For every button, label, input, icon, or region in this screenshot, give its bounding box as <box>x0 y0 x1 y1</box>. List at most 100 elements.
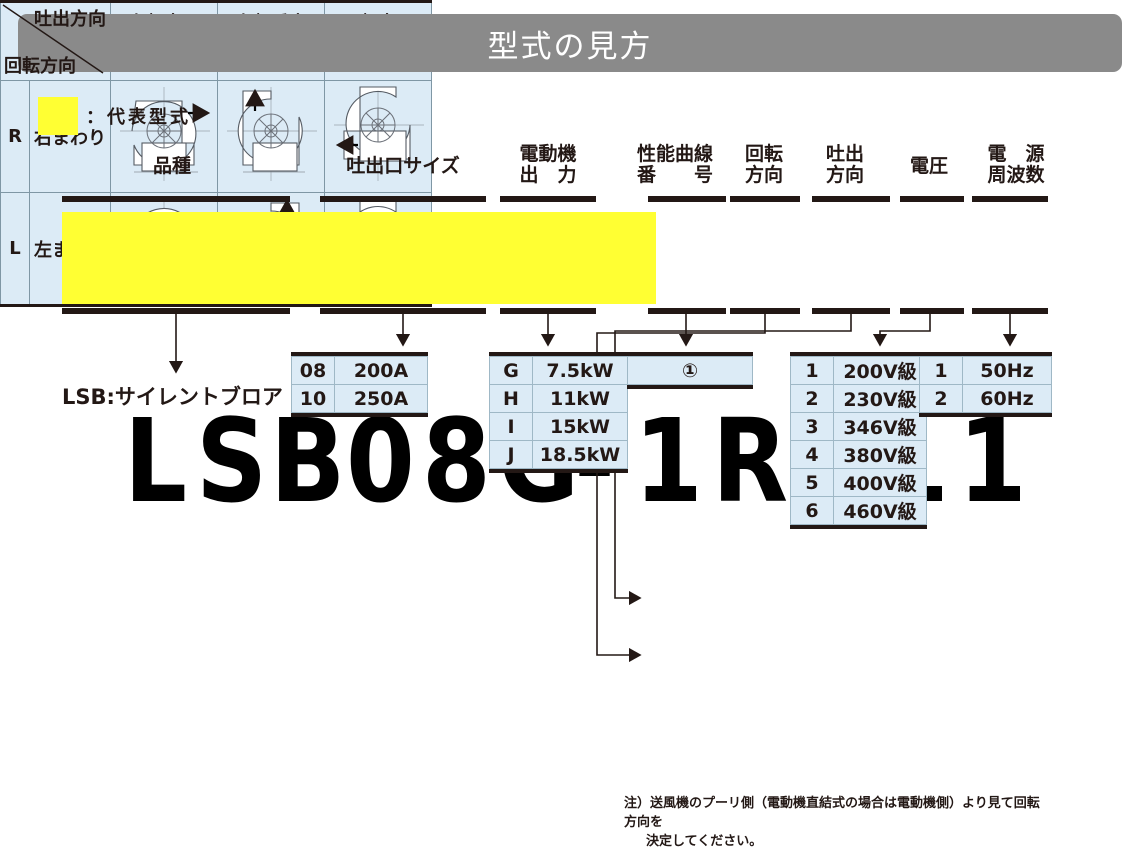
motor-output-table: G 7.5kW H 11kW I 15kW J 18.5kW <box>489 352 628 473</box>
model-char-5: 8 <box>422 395 491 529</box>
frequency-table-body: 1 50Hz 2 60Hz <box>919 356 1052 413</box>
header-outlet-size: 吐出口サイズ <box>346 155 460 177</box>
outlet-size-value-0: 200A <box>334 356 428 385</box>
model-char-12: 1 <box>958 395 1027 529</box>
voltage-code-1: 2 <box>790 384 834 413</box>
outlet-size-table-cap-bottom <box>291 413 428 417</box>
motor-output-table-cap-bottom <box>489 469 628 473</box>
table-row-rotation-R: R 右まわり <box>0 80 432 193</box>
segment-rule-curve-top <box>648 196 726 202</box>
page-title-bar: 型式の見方 <box>18 14 1122 72</box>
segment-rule-kind-top <box>62 196 290 202</box>
frequency-table-cap-top <box>919 352 1052 356</box>
voltage-table-cap-bottom <box>790 525 927 529</box>
motor-output-code-0: G <box>489 356 533 385</box>
header-frequency-line2: 周波数 <box>987 164 1045 187</box>
frequency-value-1: 60Hz <box>962 384 1052 413</box>
motor-output-code-2: I <box>489 412 533 441</box>
frequency-table-cap-bottom <box>919 413 1052 417</box>
header-motor-output-line1: 電動機 <box>519 143 577 165</box>
table-row: I 15kW <box>489 412 628 441</box>
matrix-corner-rotation-label: 回転方向 <box>4 56 76 77</box>
kind-description: LSB:サイレントブロア <box>62 385 283 409</box>
footnote-line2: 決定してください。 <box>646 833 763 849</box>
header-curve-number: 性能曲線 番 号 <box>620 143 730 187</box>
motor-output-value-0: 7.5kW <box>532 356 628 385</box>
table-row: 1 50Hz <box>919 356 1052 385</box>
voltage-code-4: 5 <box>790 468 834 497</box>
voltage-value-2: 346V級 <box>833 412 927 441</box>
curve-number-table: ① <box>627 352 753 389</box>
model-char-4: 0 <box>346 395 415 529</box>
voltage-code-3: 4 <box>790 440 834 469</box>
header-rotation-line2: 方向 <box>744 164 783 187</box>
blower-icon-r3 <box>334 86 424 181</box>
header-curve-number-line2: 番 号 <box>636 164 713 187</box>
outlet-size-table-body: 08 200A 10 250A <box>291 356 428 413</box>
voltage-table: 1 200V級 2 230V級 3 346V級 4 380V級 5 400V級 … <box>790 352 927 529</box>
curve-number-table-cap-bottom <box>627 385 753 389</box>
blower-icon-r2 <box>227 87 317 181</box>
table-row: G 7.5kW <box>489 356 628 385</box>
header-discharge-line1: 吐出 <box>825 143 864 165</box>
motor-output-value-1: 11kW <box>532 384 628 413</box>
header-frequency-line1: 電 源 <box>987 143 1045 165</box>
blower-diagram-R2 <box>217 80 325 193</box>
blower-diagram-R1 <box>110 80 218 193</box>
header-rotation-line1: 回転 <box>744 143 783 165</box>
header-kind: 品種 <box>152 155 191 177</box>
table-row: 2 60Hz <box>919 384 1052 413</box>
voltage-table-cap-top <box>790 352 927 356</box>
header-motor-output-line2: 出 力 <box>519 164 577 187</box>
model-char-1: L <box>124 395 187 529</box>
segment-rule-voltage-top <box>900 196 964 202</box>
matrix-corner-discharge-label: 吐出方向 <box>34 9 106 30</box>
segment-rule-curve-bottom <box>648 308 726 314</box>
voltage-value-4: 400V級 <box>833 468 927 497</box>
header-discharge-line2: 方向 <box>825 164 864 187</box>
curve-number-value-0: ① <box>627 356 753 385</box>
model-number-highlight <box>62 212 656 304</box>
segment-rule-discharge-top <box>812 196 890 202</box>
table-row: H 11kW <box>489 384 628 413</box>
outlet-size-code-1: 10 <box>291 384 335 413</box>
voltage-code-2: 3 <box>790 412 834 441</box>
segment-rule-voltage-bottom <box>900 308 964 314</box>
blower-icon-r1 <box>120 87 211 181</box>
frequency-value-0: 50Hz <box>962 356 1052 385</box>
voltage-code-0: 1 <box>790 356 834 385</box>
matrix-corner-cell: 吐出方向 回転方向 <box>0 0 111 81</box>
motor-output-code-3: J <box>489 440 533 469</box>
frequency-code-1: 2 <box>919 384 963 413</box>
header-discharge-direction: 吐出 方向 <box>812 143 878 187</box>
segment-rule-rotation-top <box>730 196 800 202</box>
header-motor-output: 電動機 出 力 <box>498 143 598 187</box>
motor-output-table-cap-top <box>489 352 628 356</box>
motor-output-table-body: G 7.5kW H 11kW I 15kW J 18.5kW <box>489 356 628 469</box>
table-row: 2 230V級 <box>790 384 927 413</box>
voltage-table-body: 1 200V級 2 230V級 3 346V級 4 380V級 5 400V級 … <box>790 356 927 525</box>
header-curve-number-line1: 性能曲線 <box>636 143 713 165</box>
header-frequency: 電 源 周波数 <box>972 143 1060 187</box>
legend-label: ：代表型式 <box>86 107 191 128</box>
table-row: 6 460V級 <box>790 496 927 525</box>
voltage-value-1: 230V級 <box>833 384 927 413</box>
blower-diagram-R3 <box>324 80 432 193</box>
segment-rule-outlet-top <box>320 196 486 202</box>
header-rotation-direction: 回転 方向 <box>731 143 797 187</box>
segment-rule-frequency-top <box>972 196 1048 202</box>
voltage-value-0: 200V級 <box>833 356 927 385</box>
segment-rule-motor-top <box>500 196 596 202</box>
voltage-value-3: 380V級 <box>833 440 927 469</box>
page-title: 型式の見方 <box>487 28 653 65</box>
table-row: ① <box>627 356 753 385</box>
voltage-code-5: 6 <box>790 496 834 525</box>
model-char-9: R <box>712 395 788 529</box>
legend-color-swatch <box>38 97 78 135</box>
footnote-line1: 注）送風機のプーリ側（電動機直結式の場合は電動機側）より見て回転方向を <box>624 796 1040 830</box>
outlet-size-value-1: 250A <box>334 384 428 413</box>
table-row: 1 200V級 <box>790 356 927 385</box>
motor-output-code-1: H <box>489 384 533 413</box>
footnote: 注）送風機のプーリ側（電動機直結式の場合は電動機側）より見て回転方向を 決定して… <box>624 795 1044 852</box>
